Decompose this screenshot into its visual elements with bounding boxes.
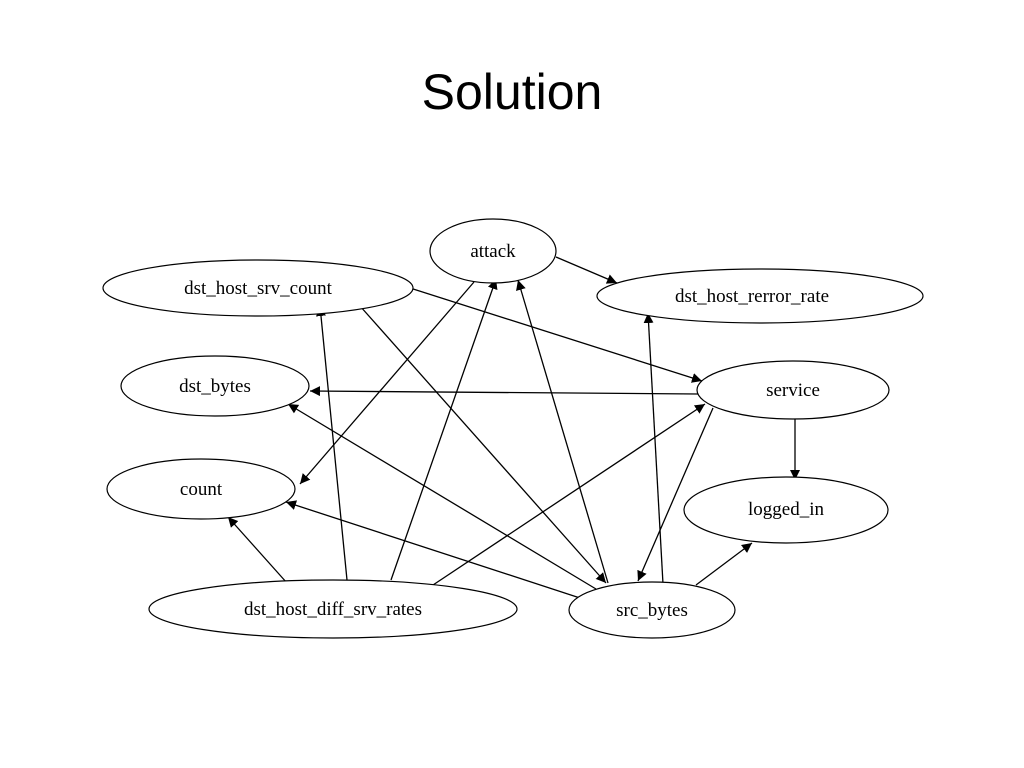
edge-dst-host-srv-count-to-src-bytes [359, 305, 607, 584]
edge-attack-to-count [299, 281, 475, 485]
edge-src-bytes-to-logged-in [695, 542, 753, 586]
edge-src-bytes-to-count [285, 500, 581, 599]
node-label-logged-in: logged_in [748, 499, 824, 520]
node-label-count: count [180, 479, 223, 500]
slide-title: Solution [421, 64, 603, 120]
node-label-src-bytes: src_bytes [616, 600, 688, 621]
node-attack: attack [429, 218, 557, 284]
node-label-dst-host-srv-count: dst_host_srv_count [184, 278, 333, 299]
node-logged-in: logged_in [683, 476, 889, 544]
edge-dst-host-srv-count-to-service [409, 287, 703, 383]
node-dst-host-rerror-rate: dst_host_rerror_rate [596, 268, 924, 324]
edge-attack-to-dst-host-rerror-rate [555, 256, 618, 284]
node-count: count [106, 458, 296, 520]
edge-service-to-src-bytes [637, 407, 714, 582]
node-src-bytes: src_bytes [568, 581, 736, 639]
node-label-attack: attack [470, 241, 516, 262]
node-dst-host-diff-srv-rates: dst_host_diff_srv_rates [148, 579, 518, 639]
edge-src-bytes-to-attack [516, 279, 609, 584]
node-label-dst-bytes: dst_bytes [179, 376, 251, 397]
node-label-dst-host-diff-srv-rates: dst_host_diff_srv_rates [244, 599, 422, 620]
edge-layer [227, 256, 800, 599]
node-label-dst-host-rerror-rate: dst_host_rerror_rate [675, 286, 829, 307]
edge-dst-host-diff-srv-rates-to-service [429, 403, 706, 588]
node-dst-bytes: dst_bytes [120, 355, 310, 417]
edge-service-to-dst-bytes [309, 386, 699, 397]
edge-dst-host-diff-srv-rates-to-count [227, 516, 288, 584]
edge-src-bytes-to-dst-bytes [287, 403, 597, 590]
edge-dst-host-diff-srv-rates-to-attack [390, 278, 498, 581]
node-dst-host-srv-count: dst_host_srv_count [102, 259, 414, 317]
node-service: service [696, 360, 890, 420]
node-label-service: service [766, 380, 820, 401]
edge-src-bytes-to-dst-host-rerror-rate [643, 312, 664, 585]
edge-dst-host-diff-srv-rates-to-dst-host-srv-count [316, 305, 348, 581]
